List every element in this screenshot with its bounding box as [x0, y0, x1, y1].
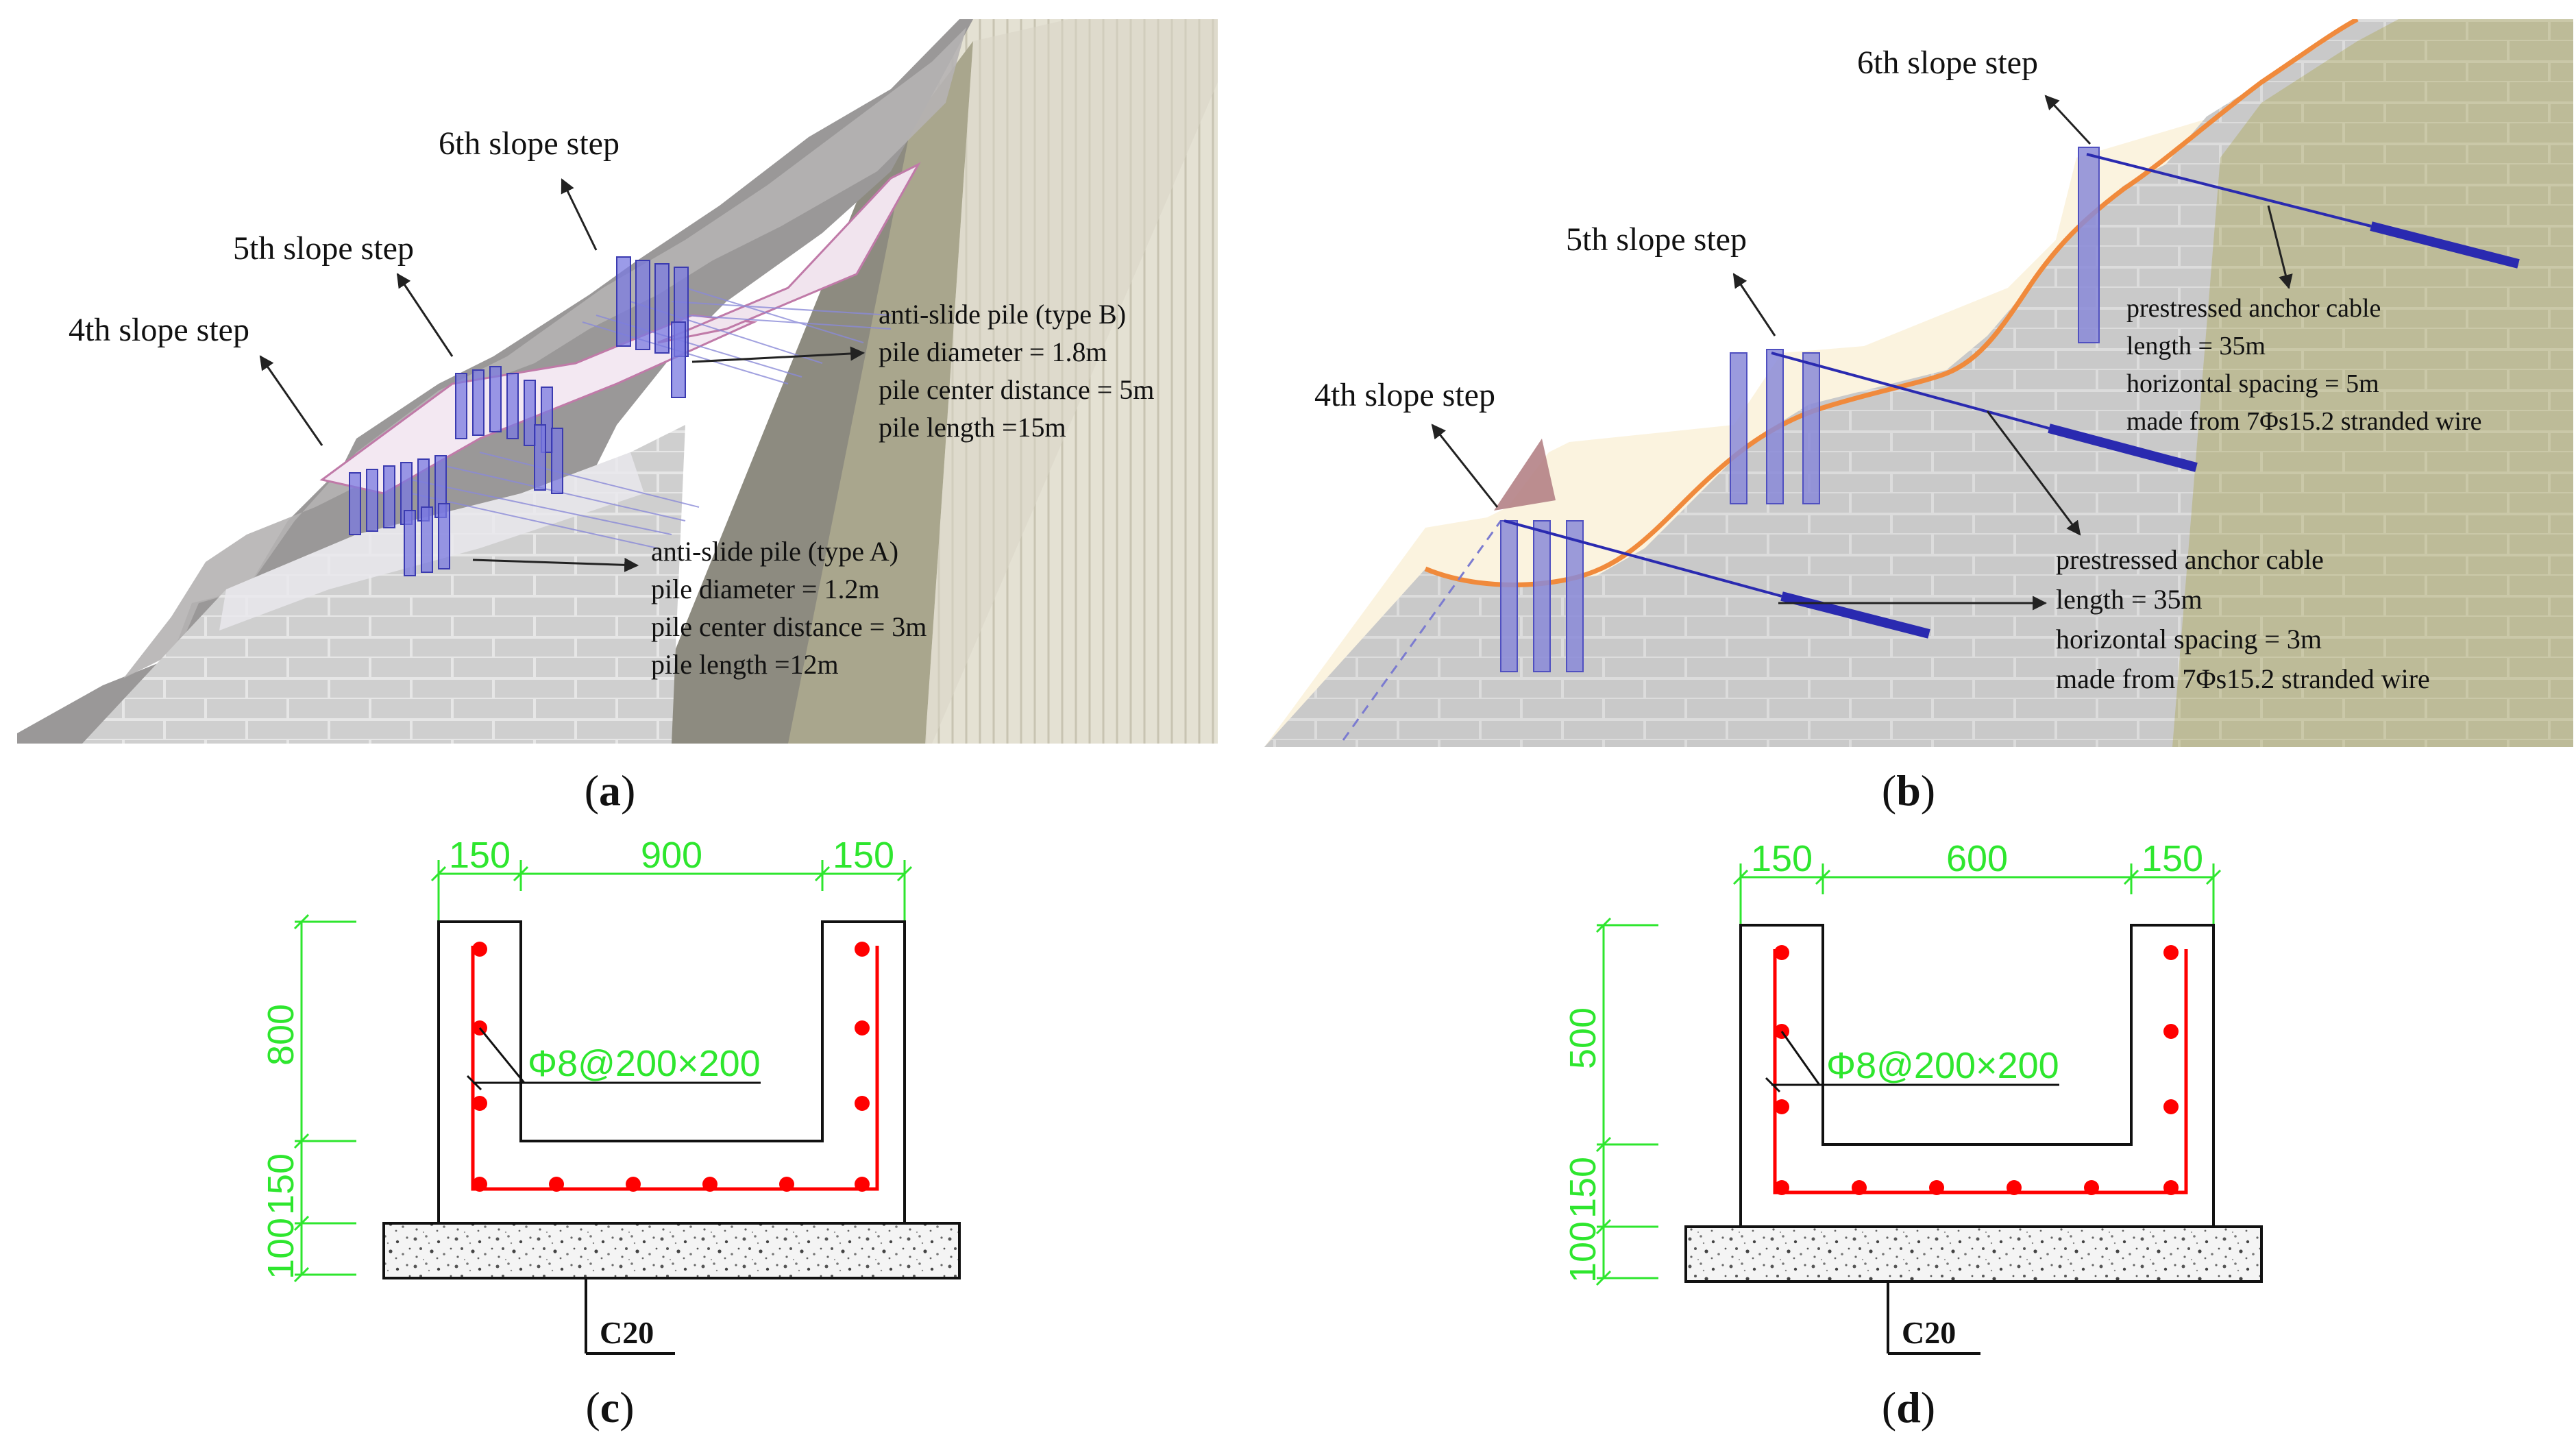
rebar-spec-label: Φ8@200×200 — [528, 1043, 761, 1084]
cable-upper-length: length = 35m — [2126, 332, 2266, 360]
cable-lower-title: prestressed anchor cable — [2056, 544, 2324, 575]
caption-d: (d) — [1882, 1383, 1935, 1432]
rebar-spec-label-d: Φ8@200×200 — [1826, 1045, 2059, 1086]
dim-top-mid: 900 — [641, 835, 702, 876]
pile-group-type-a-upper — [455, 366, 563, 494]
caption-b: (b) — [1882, 766, 1935, 815]
pile-a-length: pile length =12m — [651, 649, 839, 680]
dim-top-right: 150 — [833, 835, 894, 876]
cable-upper-material: made from 7Φs15.2 stranded wire — [2126, 407, 2481, 436]
dim-top-mid-d: 600 — [1946, 838, 2008, 879]
dim-side-upper-d: 500 — [1562, 1007, 1604, 1069]
step-label-5th: 5th slope step — [233, 230, 414, 267]
anchor-cables — [1504, 153, 2520, 639]
step-label-4th-b: 4th slope step — [1314, 377, 1495, 413]
caption-a: (a) — [585, 766, 636, 815]
dim-side-lower: 100 — [260, 1218, 302, 1279]
pile-b-diameter: pile diameter = 1.8m — [879, 336, 1107, 367]
panel-d: 150 600 150 500 150 100 Φ8@200×200 C20 (… — [1562, 838, 2263, 1432]
dim-side-mid: 150 — [260, 1153, 302, 1215]
c20-cushion — [382, 1222, 961, 1279]
piles-middle-step — [1730, 349, 1820, 504]
dim-side-lower-d: 100 — [1562, 1221, 1604, 1283]
caption-d-letter: d — [1896, 1383, 1921, 1432]
c20-label-d: C20 — [1902, 1315, 1956, 1350]
caption-b-letter: b — [1896, 766, 1921, 815]
caption-a-letter: a — [599, 766, 621, 815]
pile-a-title: anti-slide pile (type A) — [651, 536, 898, 567]
pile-a-diameter: pile diameter = 1.2m — [651, 574, 880, 604]
panel-b: 6th slope step 5th slope step 4th slope … — [1264, 19, 2573, 815]
sliding-surface — [1424, 19, 2359, 587]
dim-side-mid-d: 150 — [1562, 1157, 1604, 1218]
panel-c: 150 900 150 800 150 100 Φ8@200×200 C20 ( — [260, 835, 961, 1432]
pile-b-spacing: pile center distance = 5m — [879, 374, 1154, 405]
dim-top-right-d: 150 — [2142, 838, 2203, 879]
rebar-cage-d — [1773, 949, 2188, 1194]
pile-b-length: pile length =15m — [879, 412, 1066, 443]
step-label-5th-b: 5th slope step — [1566, 221, 1747, 258]
caption-c: (c) — [585, 1383, 634, 1432]
step-label-6th: 6th slope step — [439, 125, 620, 162]
dim-top-left: 150 — [449, 835, 511, 876]
dim-top-left-d: 150 — [1751, 838, 1813, 879]
cable-lower-spacing: horizontal spacing = 3m — [2056, 624, 2322, 654]
panel-a: 6th slope step 5th slope step 4th slope … — [17, 19, 1218, 815]
piles-upper-step — [2078, 147, 2100, 343]
step-label-6th-b: 6th slope step — [1857, 45, 2038, 81]
rear-wall-olive — [788, 41, 973, 744]
dim-side-upper: 800 — [260, 1004, 302, 1066]
rebar-dots — [472, 942, 870, 1192]
c20-label: C20 — [600, 1315, 654, 1350]
pile-group-type-a — [349, 455, 450, 576]
pile-group-type-b — [616, 256, 689, 398]
cable-upper-title: prestressed anchor cable — [2126, 294, 2381, 323]
cable-upper-spacing: horizontal spacing = 5m — [2126, 369, 2379, 398]
step-label-4th: 4th slope step — [69, 312, 249, 348]
caption-c-letter: c — [600, 1383, 620, 1432]
piles-lower-step — [1500, 520, 1584, 672]
rebar-cage — [471, 946, 879, 1191]
cable-lower-material: made from 7Φs15.2 stranded wire — [2056, 663, 2430, 694]
cable-lower-length: length = 35m — [2056, 584, 2203, 615]
c20-cushion-d — [1684, 1225, 2263, 1283]
pile-b-title: anti-slide pile (type B) — [879, 299, 1126, 330]
pile-a-spacing: pile center distance = 3m — [651, 611, 927, 642]
